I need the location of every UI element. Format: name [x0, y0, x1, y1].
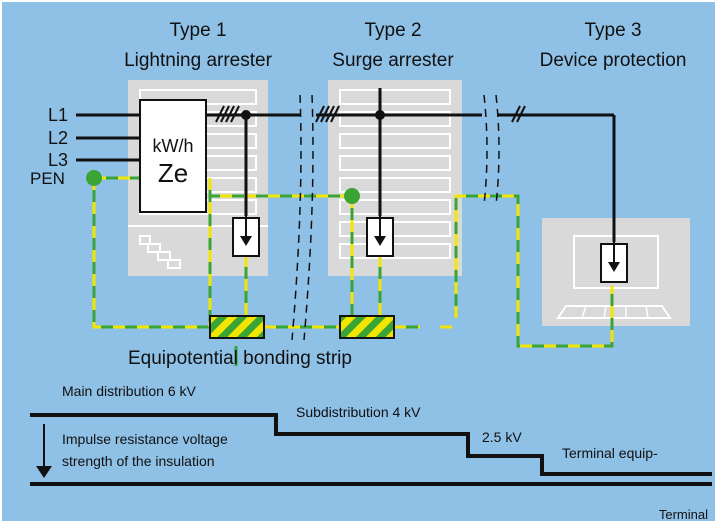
- bonding-label: Equipotential bonding strip: [128, 348, 352, 369]
- pen-junction: [86, 170, 102, 186]
- stairs-icon: [139, 235, 181, 269]
- terminal-label: Terminal: [659, 507, 708, 522]
- subdistribution-panel: [328, 80, 462, 276]
- type2-subtitle: Surge arrester: [332, 50, 454, 71]
- line-break-marks: [291, 94, 500, 341]
- arrow-down-icon: [608, 262, 620, 272]
- bonding-strip-2: [339, 315, 395, 339]
- voltage-steps: [30, 413, 712, 486]
- terminal-equipment-label: Terminal equip-: [562, 445, 658, 461]
- keyboard-icon: [556, 305, 672, 319]
- terminal-device: [542, 218, 690, 326]
- spd-type1: [232, 212, 260, 257]
- earth-wiring: [92, 176, 614, 366]
- label-l1: L1: [48, 105, 68, 125]
- junction-dot: [375, 110, 385, 120]
- type1-title: Type 1: [169, 20, 226, 41]
- bonding-strip-1: [209, 315, 265, 339]
- main-distribution-label: Main distribution 6 kV: [62, 383, 197, 399]
- level3-label: 2.5 kV: [482, 429, 522, 445]
- arrow-down-icon: [374, 236, 386, 246]
- monitor-icon: [573, 235, 659, 289]
- arrow-down-icon: [240, 236, 252, 246]
- label-l2: L2: [48, 128, 68, 148]
- label-l3: L3: [48, 150, 68, 170]
- energy-meter: kW/h Ze: [139, 99, 207, 213]
- type1-subtitle: Lightning arrester: [124, 50, 273, 71]
- spd-type3: [600, 240, 628, 283]
- type3-title: Type 3: [584, 20, 641, 41]
- impulse-label-line1: Impulse resistance voltage: [62, 431, 228, 447]
- type2-title: Type 2: [364, 20, 421, 41]
- junction-dot: [241, 110, 251, 120]
- impulse-label-line2: strength of the insulation: [62, 453, 215, 469]
- phase-wiring: [76, 88, 616, 242]
- earth-junction: [344, 188, 360, 204]
- conductor-hatch-marks: [215, 105, 526, 123]
- meter-label: Ze: [158, 158, 188, 188]
- label-pen: PEN: [30, 169, 65, 188]
- subdistribution-label: Subdistribution 4 kV: [296, 404, 421, 420]
- meter-unit: kW/h: [152, 136, 193, 156]
- spd-type2: [366, 212, 394, 257]
- arrow-down-icon: [36, 466, 52, 478]
- type3-subtitle: Device protection: [540, 50, 687, 71]
